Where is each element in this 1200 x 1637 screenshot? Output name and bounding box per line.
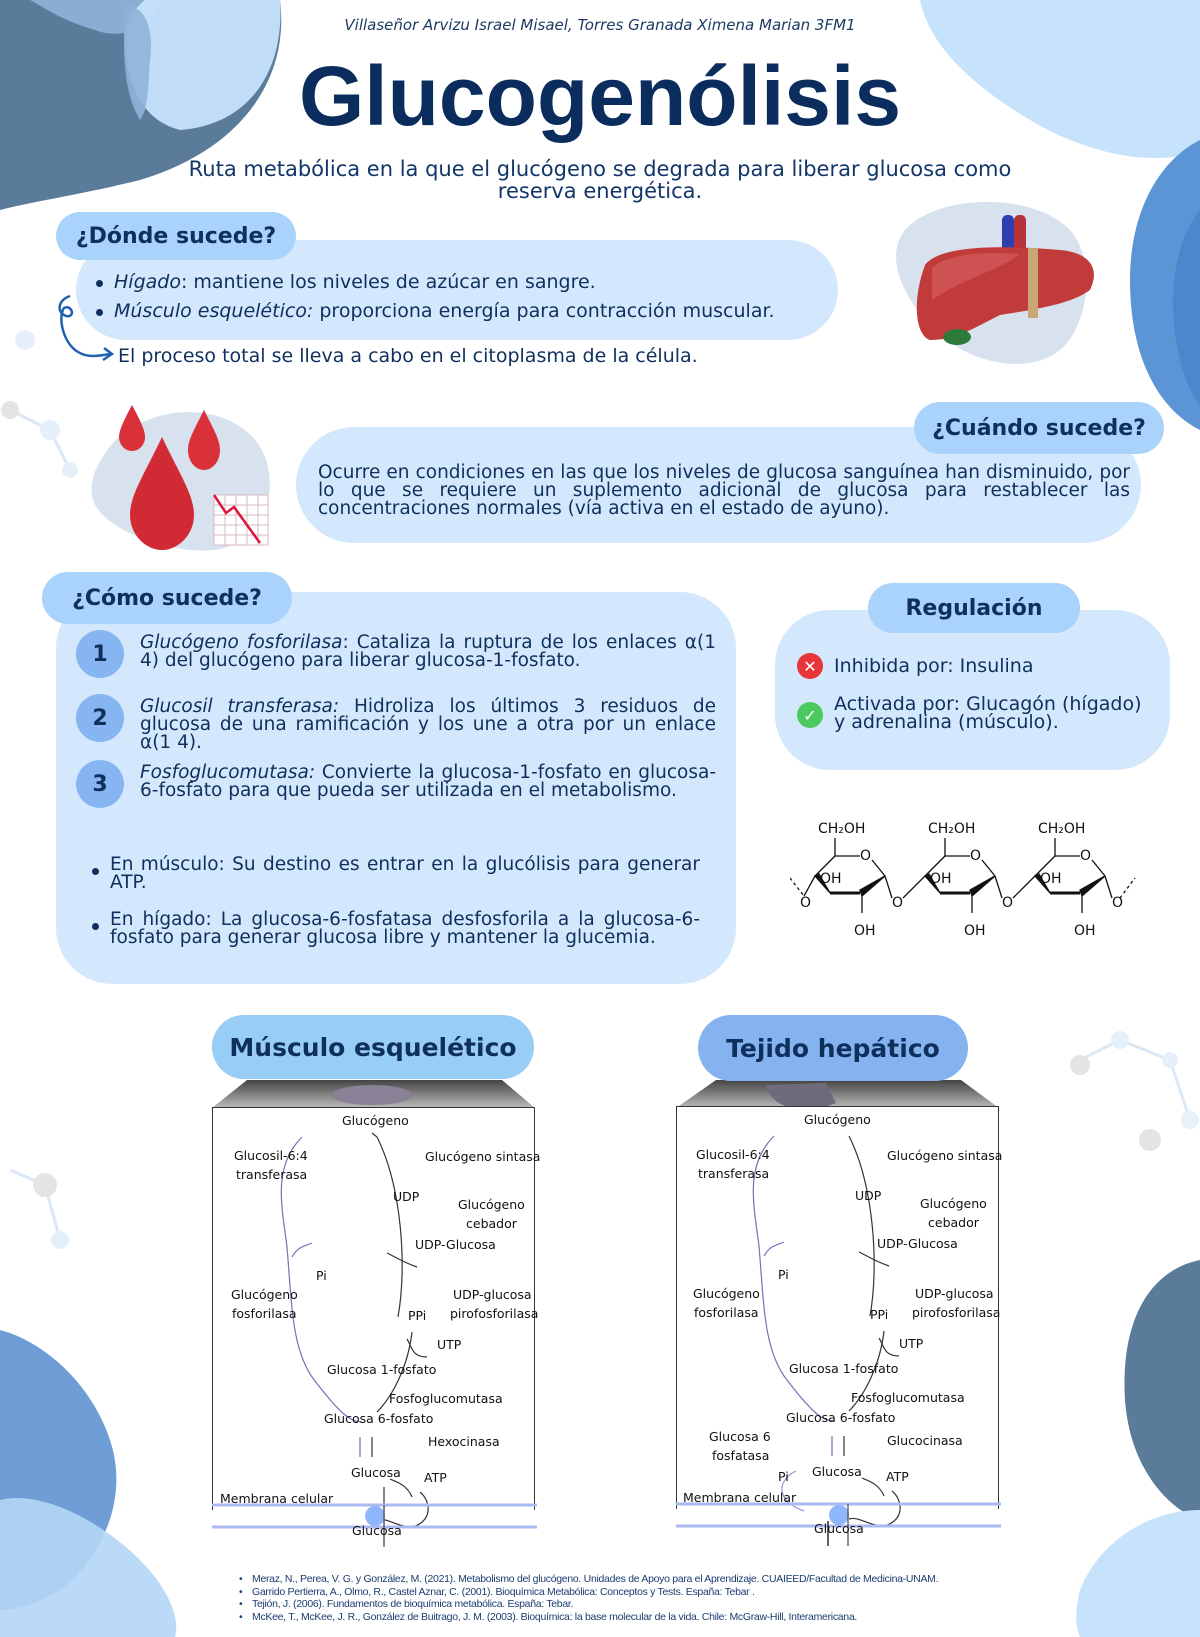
muscle-heading: Músculo esquelético <box>212 1015 534 1079</box>
where-item-liver: Hígado: mantiene los niveles de azúcar e… <box>92 268 832 297</box>
how-panel <box>56 592 736 984</box>
fate-muscle: En músculo: Su destino es entrar en la g… <box>88 855 700 892</box>
step-text: Fosfoglucomutasa: Convierte la glucosa-1… <box>140 762 716 801</box>
when-text: Ocurre en condiciones en las que los niv… <box>318 462 1130 519</box>
liver-heading: Tejido hepático <box>698 1015 968 1081</box>
authors: Villaseñor Arvizu Israel Misael, Torres … <box>344 16 856 34</box>
fates-list: En músculo: Su destino es entrar en la g… <box>88 855 700 947</box>
liver-illustration <box>896 201 1094 364</box>
glycogen-chain-icon <box>790 838 1136 913</box>
liver-pathway-arrows <box>676 1135 1001 1546</box>
regulation-activated: Activada por: Glucagón (hígado) y adrena… <box>834 693 1142 733</box>
where-list: Hígado: mantiene los niveles de azúcar e… <box>92 268 832 326</box>
reference-item: McKee, T., McKee, J. R., González de Bui… <box>236 1611 1136 1624</box>
page-subtitle: Ruta metabólica en la que el glucógeno s… <box>188 157 1012 203</box>
when-heading: ¿Cuándo sucede? <box>914 402 1164 454</box>
where-item-muscle: Músculo esquelético: proporciona energía… <box>92 297 832 326</box>
regulation-panel <box>775 610 1170 770</box>
muscle-pathway-arrows <box>212 1132 537 1547</box>
where-note: El proceso total se lleva a cabo en el c… <box>118 345 698 367</box>
reference-item: Garrido Pertierra, A., Olmo, R., Castel … <box>236 1586 1136 1599</box>
reference-item: Tejión, J. (2006). Fundamentos de bioquí… <box>236 1598 1136 1611</box>
reference-item: Meraz, N., Perea, V. G. y González, M. (… <box>236 1573 1136 1586</box>
fate-liver: En hígado: La glucosa-6-fosfatasa desfos… <box>88 910 700 947</box>
liver-pathway-box <box>676 1106 999 1509</box>
step-text: Glucosil transferasa: Hidroliza los últi… <box>140 696 716 753</box>
step-text: Glucógeno fosforilasa: Cataliza la ruptu… <box>140 632 716 671</box>
step-number: 3 <box>76 760 124 808</box>
check-circle-icon: ✓ <box>797 702 823 728</box>
where-heading: ¿Dónde sucede? <box>56 212 296 260</box>
step-number: 1 <box>76 630 124 678</box>
curved-arrow-icon <box>58 294 115 362</box>
liver-diagram: Tejido hepático <box>676 1015 1001 1555</box>
regulation-heading: Regulación <box>868 583 1080 633</box>
muscle-diagram: Músculo esquelético <box>212 1015 537 1555</box>
blood-drops-illustration <box>91 405 270 551</box>
references-list: Meraz, N., Perea, V. G. y González, M. (… <box>236 1573 1136 1623</box>
step-number: 2 <box>76 694 124 742</box>
page-title: Glucogenólisis <box>298 49 902 143</box>
glycogen-structure: CH₂OH CH₂OH CH₂OH O O O OH OH OH O O O O… <box>790 818 1150 943</box>
how-heading: ¿Cómo sucede? <box>42 572 292 624</box>
muscle-pathway-box <box>212 1107 535 1510</box>
x-circle-icon: ✕ <box>797 653 823 679</box>
regulation-inhibited: Inhibida por: Insulina <box>834 655 1034 677</box>
